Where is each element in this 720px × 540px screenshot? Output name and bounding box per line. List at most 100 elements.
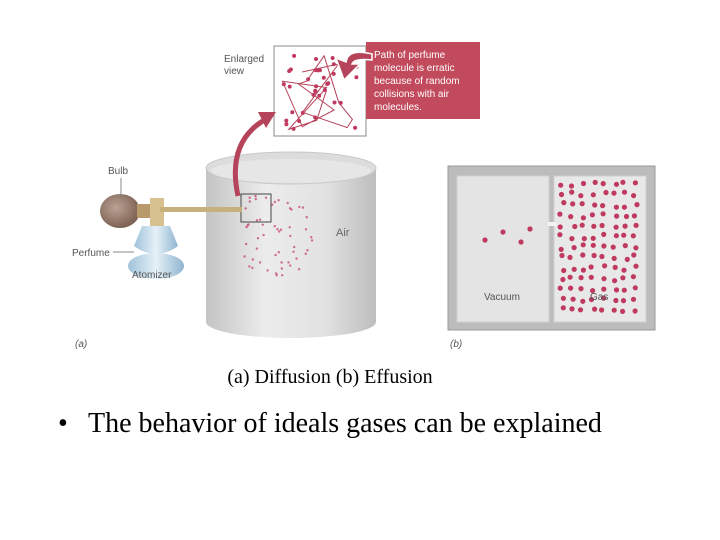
molecule	[301, 206, 305, 209]
molecule	[568, 183, 575, 189]
molecule	[281, 82, 286, 87]
molecule	[570, 296, 576, 302]
molecule	[620, 308, 626, 314]
molecule	[631, 193, 637, 199]
pinhole	[548, 222, 556, 226]
molecule	[280, 267, 283, 270]
molecule	[569, 189, 575, 195]
molecule	[570, 201, 576, 207]
callout-line: molecule is erratic	[374, 63, 455, 74]
molecule	[287, 261, 290, 264]
molecule	[255, 247, 259, 250]
figure-caption: (a) Diffusion (b) Effusion	[227, 366, 433, 388]
molecule	[580, 242, 586, 248]
molecule	[569, 306, 575, 312]
molecule	[258, 218, 262, 221]
molecule	[567, 254, 573, 260]
molecule	[592, 179, 598, 185]
molecule	[255, 219, 259, 222]
enlarged-view-label: view	[224, 66, 245, 77]
molecule	[630, 274, 637, 280]
molecule	[588, 274, 594, 280]
panel-a-diffusion: Path of perfume molecule is erratic beca…	[72, 42, 480, 350]
molecule	[326, 81, 331, 86]
molecule	[313, 115, 318, 120]
molecule	[633, 263, 639, 269]
molecule	[300, 110, 305, 115]
vacuum-chamber	[456, 175, 550, 323]
callout-line: because of random	[374, 76, 460, 87]
molecule	[621, 204, 628, 210]
air-cylinder	[205, 151, 377, 338]
molecule	[613, 297, 619, 304]
molecule	[290, 208, 293, 211]
molecule	[266, 269, 269, 272]
molecule	[580, 215, 587, 221]
molecule	[248, 196, 251, 199]
molecule-path	[281, 54, 354, 131]
molecule	[610, 244, 616, 250]
molecule	[500, 229, 506, 235]
bulb	[100, 194, 140, 228]
molecule	[251, 258, 254, 261]
molecule	[276, 228, 279, 231]
molecule	[601, 295, 607, 301]
callout-line: collisions with air	[374, 89, 450, 100]
molecule	[284, 118, 289, 123]
molecule	[590, 242, 596, 248]
molecule	[588, 264, 594, 270]
molecule	[245, 225, 248, 229]
molecule	[354, 75, 359, 80]
molecule	[288, 67, 293, 72]
molecule	[600, 211, 606, 217]
enlarge-arrow-icon	[232, 115, 270, 197]
molecule	[262, 233, 265, 237]
molecule	[580, 180, 587, 187]
molecule	[621, 232, 627, 238]
molecule	[590, 288, 596, 294]
molecule	[557, 232, 563, 238]
molecule	[630, 296, 637, 302]
molecule	[571, 245, 577, 251]
molecule	[271, 203, 274, 206]
molecule	[578, 275, 584, 281]
molecule	[289, 234, 292, 238]
callout-line: molecules.	[374, 102, 422, 113]
molecule	[298, 205, 301, 209]
molecule	[599, 222, 605, 229]
vacuum-label: Vacuum	[484, 292, 520, 303]
molecule	[613, 204, 620, 210]
bulb-label: Bulb	[108, 166, 128, 177]
molecule	[611, 307, 617, 313]
molecule	[310, 239, 314, 242]
molecule	[560, 295, 567, 301]
molecule	[603, 189, 609, 196]
molecule	[330, 56, 335, 60]
molecule	[579, 222, 585, 228]
molecule	[297, 119, 302, 123]
molecule	[284, 122, 289, 127]
molecule	[275, 274, 278, 277]
callout-line: Path of perfume	[374, 50, 446, 61]
molecule	[632, 285, 638, 291]
molecule	[567, 274, 573, 280]
molecule	[620, 179, 626, 185]
molecule	[561, 200, 567, 206]
enlarged-view-label: Enlarged	[224, 54, 264, 65]
enlarge-arrow-head	[258, 112, 276, 128]
molecule	[527, 226, 533, 232]
molecule	[568, 285, 574, 291]
molecule	[613, 287, 620, 293]
molecule	[273, 200, 276, 204]
molecule	[254, 194, 257, 198]
molecule	[590, 235, 596, 241]
molecule	[592, 306, 598, 312]
molecule	[279, 228, 283, 231]
molecule	[288, 226, 291, 229]
molecule	[277, 199, 280, 202]
bullet-marker: •	[58, 408, 68, 439]
molecule	[295, 257, 298, 260]
molecule	[580, 252, 586, 258]
atomizer	[100, 194, 242, 279]
molecule	[623, 213, 630, 220]
